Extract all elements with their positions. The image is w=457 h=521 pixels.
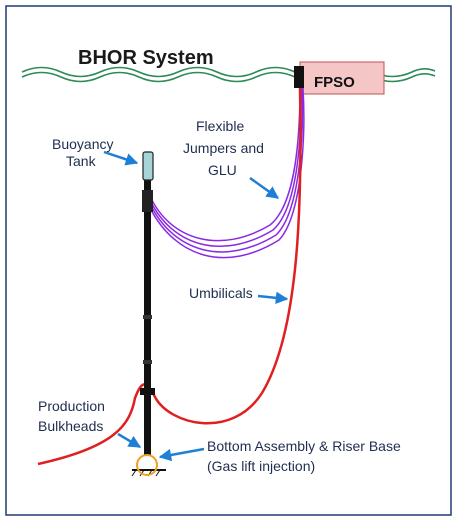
label-buoyancy-tank-line2: Tank (66, 153, 97, 169)
fpso-turret (294, 66, 304, 88)
arrow-production-bulkheads (117, 432, 142, 449)
label-production-bulkheads: Production Bulkheads (38, 398, 105, 434)
arrow-umbilicals (257, 291, 289, 305)
riser-base-highlight-circle (136, 454, 158, 476)
fpso-vessel (299, 61, 385, 95)
label-buoyancy-tank: Buoyancy Tank (52, 136, 113, 169)
diagram-title: BHOR System (78, 47, 214, 69)
label-umbilicals: Umbilicals (189, 285, 253, 301)
label-production-bulkheads-line1: Production (38, 398, 105, 414)
buoyancy-tank (142, 151, 154, 181)
arrow-bottom-assembly (158, 447, 205, 462)
label-flexible-jumpers-line1: Flexible (196, 118, 244, 134)
label-bottom-assembly-line2: (Gas lift injection) (207, 458, 315, 474)
riser-base (131, 454, 166, 477)
arrow-buoyancy-tank (103, 150, 139, 166)
label-buoyancy-tank-line1: Buoyancy (52, 136, 113, 152)
label-flexible-jumpers-line3: GLU (208, 162, 237, 178)
umbilical-line (37, 87, 302, 466)
label-flexible-jumpers-line2: Jumpers and (183, 140, 264, 156)
label-bottom-assembly-line1: Bottom Assembly & Riser Base (207, 438, 401, 454)
arrow-flexible-jumpers (249, 176, 280, 200)
label-production-bulkheads-line2: Bulkheads (38, 418, 103, 434)
fpso-label: FPSO (314, 74, 355, 91)
label-bottom-assembly: Bottom Assembly & Riser Base (Gas lift i… (207, 438, 401, 474)
label-flexible-jumpers: Flexible Jumpers and GLU (183, 118, 264, 178)
callout-arrows (103, 150, 289, 462)
riser (140, 160, 155, 455)
